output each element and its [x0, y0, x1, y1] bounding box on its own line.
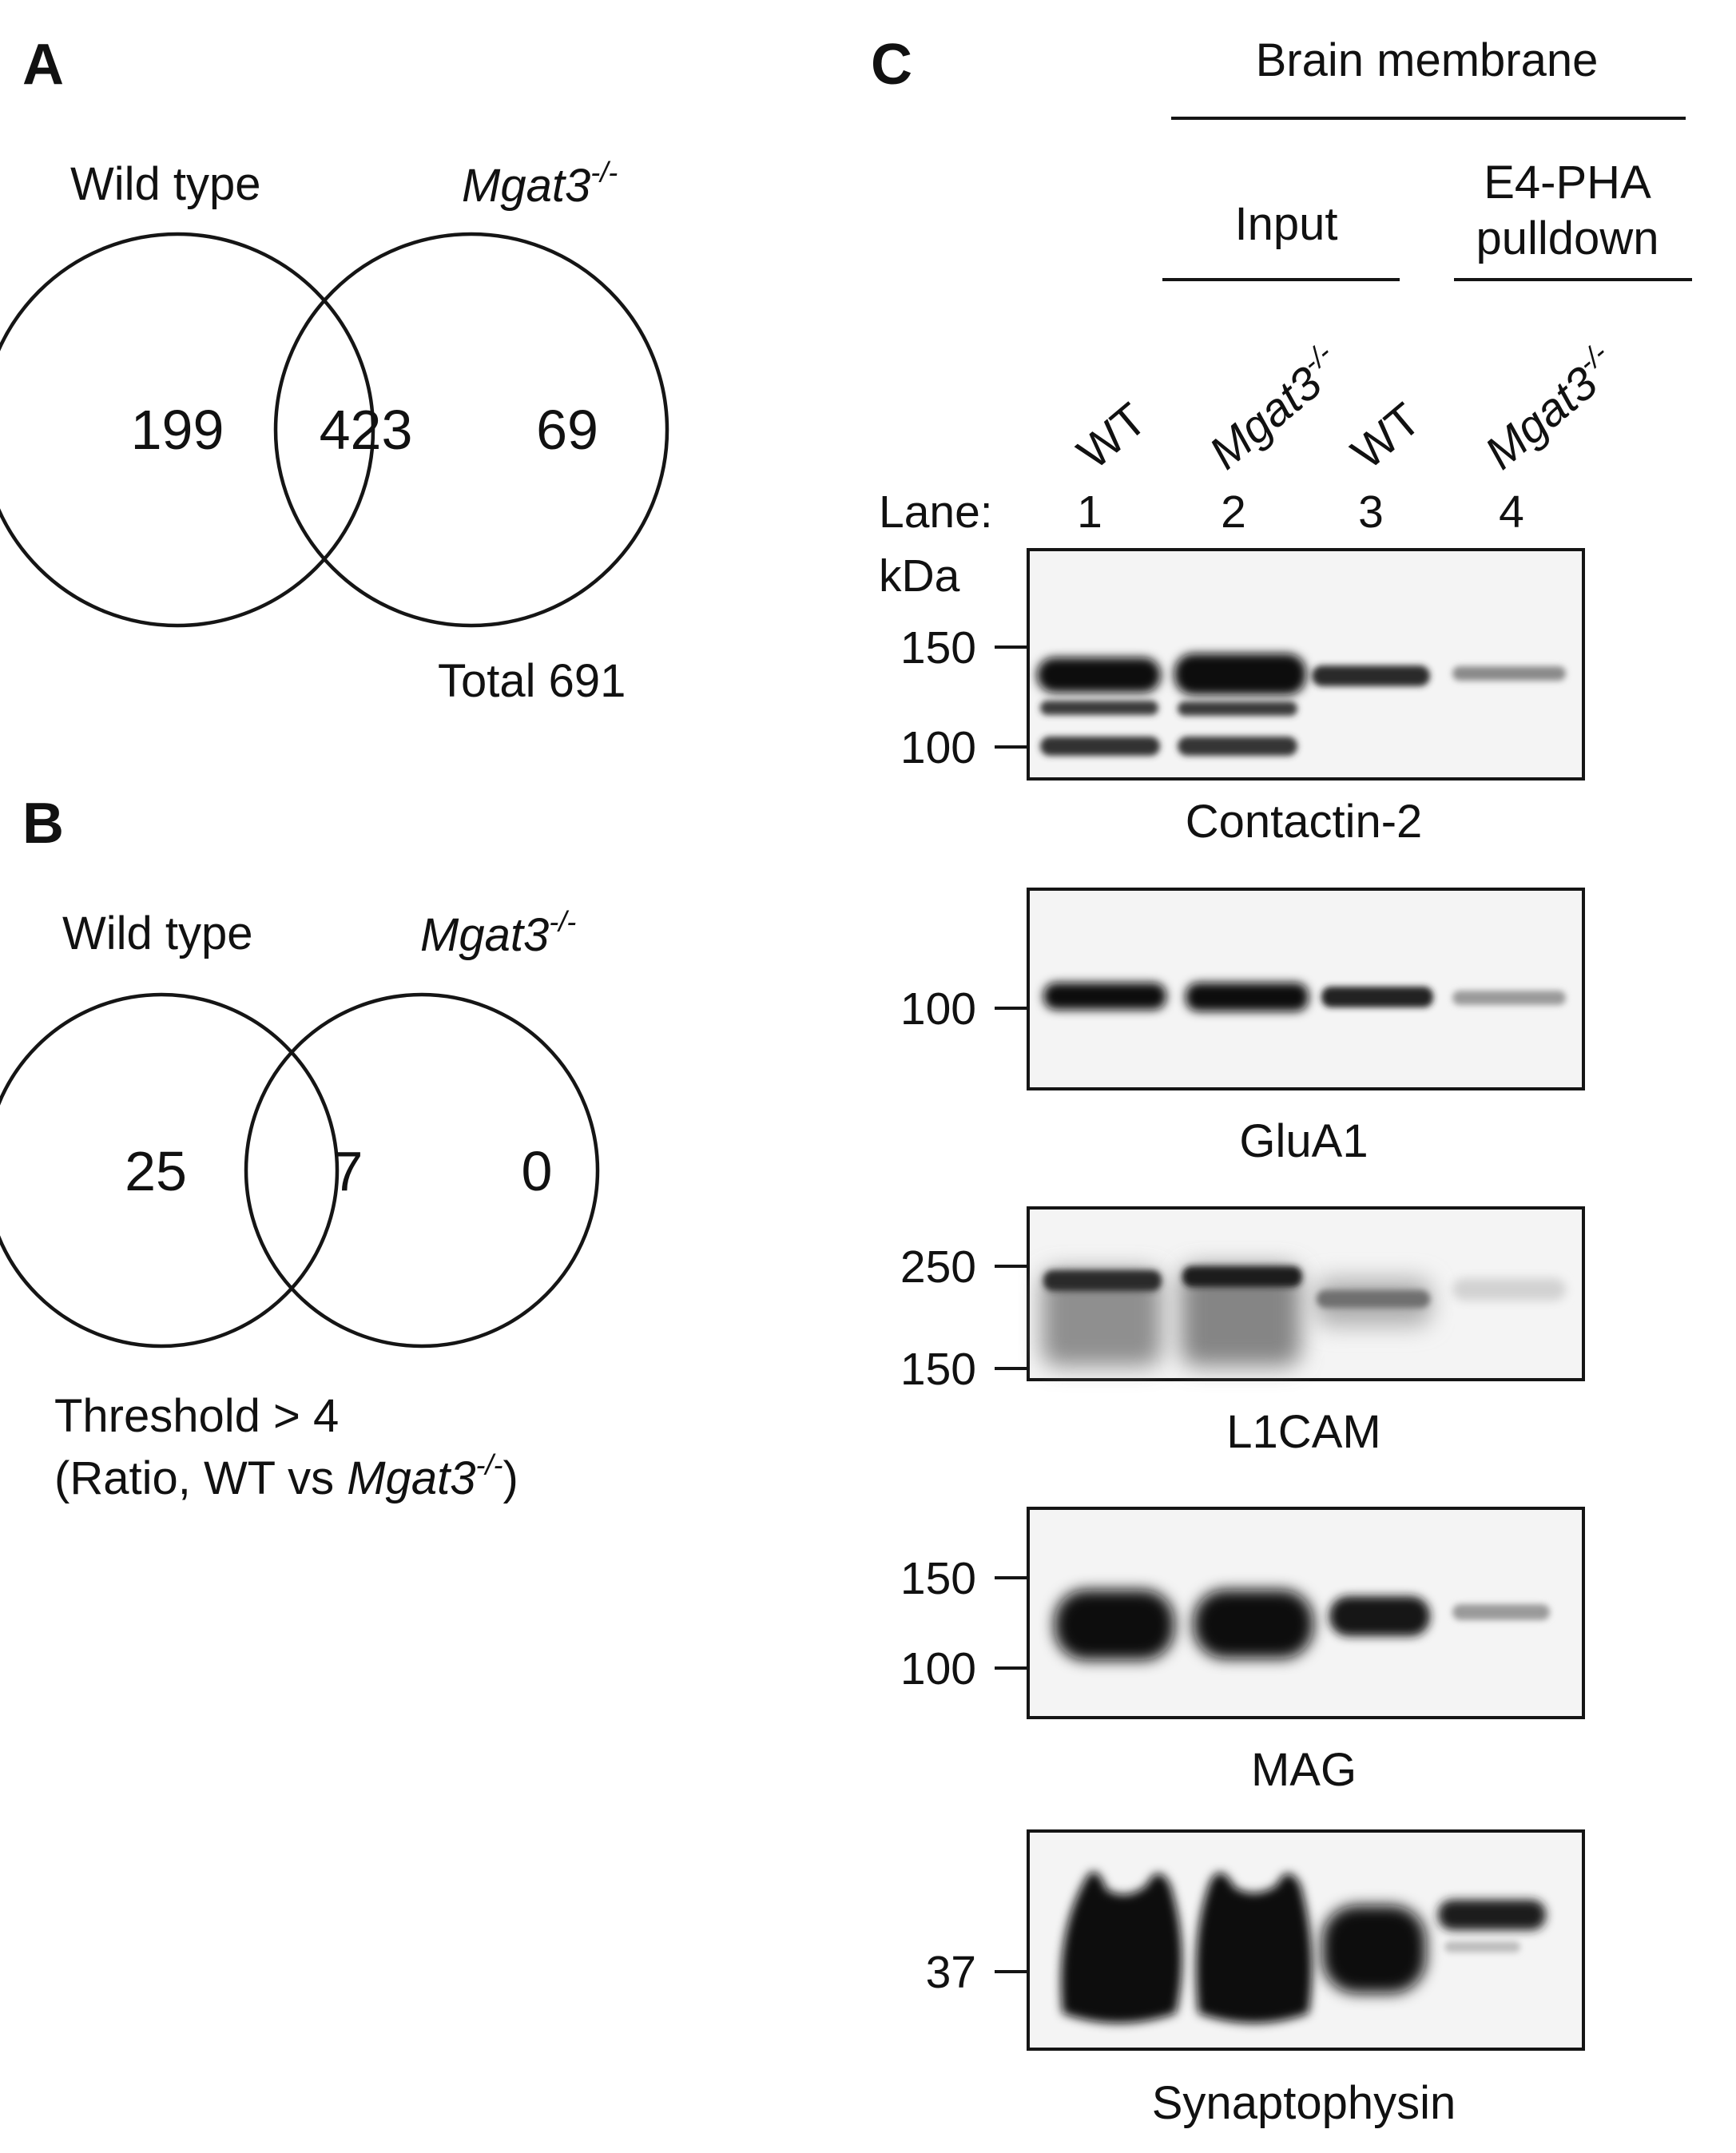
panel-a-left-name: Wild type — [70, 158, 261, 210]
band-lane-2-main — [1174, 653, 1306, 695]
panel-b: B Wild type Mgat3-/- 25 7 0 Threshold > … — [0, 792, 600, 1504]
lane-3-sample: WT — [1342, 393, 1431, 479]
band-lane-4 — [1438, 1900, 1546, 1930]
blot-protein-label: Synaptophysin — [1152, 2077, 1456, 2129]
lane-prefix: Lane: — [879, 487, 993, 538]
blot-bands — [1042, 1266, 1566, 1366]
blot-bands — [1061, 1871, 1546, 2024]
panel-a-label: A — [22, 33, 64, 97]
band-lane-1-lower — [1040, 701, 1158, 715]
band-lane-1 — [1055, 1590, 1174, 1660]
blot-bands — [1043, 983, 1566, 1011]
marker-label-37: 37 — [926, 1947, 976, 1998]
lane-1-sample: WT — [1068, 393, 1157, 479]
panel-a-right-name: Mgat3-/- — [462, 156, 618, 212]
kda-label: kDa — [879, 550, 960, 602]
band-lane-3 — [1329, 1596, 1430, 1636]
lane-4-number: 4 — [1499, 487, 1524, 538]
lane-3-number: 3 — [1358, 487, 1384, 538]
band-lane-1-bottom — [1040, 737, 1160, 756]
venn-b-left-count: 25 — [125, 1140, 187, 1202]
marker-label-150: 150 — [900, 1553, 976, 1604]
band-lane-2 — [1186, 983, 1309, 1011]
pulldown-group-label-line2: pulldown — [1476, 213, 1659, 264]
threshold-label: Threshold > 4 — [54, 1390, 339, 1442]
lane-2-number: 2 — [1221, 487, 1246, 538]
marker-label-100: 100 — [900, 1643, 976, 1694]
band-lane-3 — [1321, 987, 1433, 1007]
marker-label-100: 100 — [900, 722, 976, 773]
band-lane-3-main — [1312, 665, 1430, 686]
venn-b-right-circle — [244, 992, 600, 1349]
venn-a-left-circle — [0, 232, 375, 628]
input-group-label: Input — [1235, 198, 1338, 250]
blot-protein-label: MAG — [1251, 1744, 1357, 1796]
blot-contactin-2: 150 100 Contactin-2 — [900, 548, 1585, 848]
blot-protein-label: GluA1 — [1239, 1115, 1368, 1167]
band-lane-2 — [1196, 1873, 1313, 2024]
venn-b-left-circle — [0, 992, 340, 1349]
blot-protein-label: L1CAM — [1226, 1406, 1380, 1458]
band-lane-1 — [1043, 983, 1166, 1010]
panel-b-right-name: Mgat3-/- — [420, 905, 576, 961]
venn-a-left-count: 199 — [131, 399, 224, 461]
band-lane-4-main — [1452, 666, 1566, 681]
band-lane-1-main — [1043, 1270, 1162, 1291]
blot-bands — [1037, 653, 1566, 756]
panel-c-label: C — [871, 33, 912, 97]
band-lane-2-lower — [1178, 701, 1297, 716]
marker-label-150: 150 — [900, 622, 976, 673]
blot-bands — [1055, 1590, 1550, 1660]
band-lane-2 — [1194, 1590, 1313, 1658]
panel-b-label: B — [22, 792, 64, 856]
band-lane-4 — [1452, 991, 1566, 1005]
venn-b-right-count: 0 — [522, 1140, 553, 1202]
marker-label-250: 250 — [900, 1241, 976, 1293]
lane-1-number: 1 — [1077, 487, 1102, 538]
venn-a-total: Total 691 — [438, 655, 626, 707]
band-lane-2-smear — [1181, 1266, 1301, 1366]
band-lane-4-main — [1452, 1278, 1566, 1301]
band-lane-3 — [1322, 1905, 1426, 1993]
brain-membrane-header: Brain membrane — [1256, 34, 1599, 86]
band-lane-2-bottom — [1178, 737, 1297, 756]
marker-label-100: 100 — [900, 983, 976, 1035]
band-lane-2-main — [1182, 1266, 1302, 1287]
panel-b-left-name: Wild type — [62, 908, 253, 959]
band-lane-1-main — [1037, 657, 1161, 693]
band-lane-4 — [1452, 1604, 1550, 1620]
band-lane-3-main — [1317, 1290, 1430, 1308]
lane-2-sample: Mgat3-/- — [1197, 336, 1353, 479]
blot-l1cam: 250 150 L1CAM — [900, 1206, 1585, 1458]
marker-label-150: 150 — [900, 1344, 976, 1395]
blot-protein-label: Contactin-2 — [1186, 796, 1423, 848]
lane-4-sample: Mgat3-/- — [1472, 336, 1628, 479]
band-lane-1 — [1061, 1871, 1182, 2024]
venn-a-right-count: 69 — [536, 399, 598, 461]
blot-mag: 150 100 MAG — [900, 1507, 1585, 1796]
panel-c: C Brain membrane Input E4-PHA pulldown W… — [871, 33, 1692, 2129]
band-lane-4-lower — [1444, 1941, 1520, 1952]
panel-a: A Wild type Mgat3-/- 199 423 69 Total 69… — [0, 33, 669, 707]
venn-a-right-circle — [273, 232, 669, 628]
venn-b-overlap-count: 7 — [332, 1140, 363, 1202]
blot-glua1: 100 GluA1 — [900, 888, 1585, 1167]
venn-a-overlap-count: 423 — [320, 399, 413, 461]
band-lane-1-smear — [1042, 1270, 1162, 1366]
pulldown-group-label-line1: E4-PHA — [1484, 157, 1651, 209]
blot-synaptophysin: 37 Synaptophysin — [926, 1829, 1585, 2129]
ratio-label: (Ratio, WT vs Mgat3-/-) — [54, 1448, 518, 1504]
